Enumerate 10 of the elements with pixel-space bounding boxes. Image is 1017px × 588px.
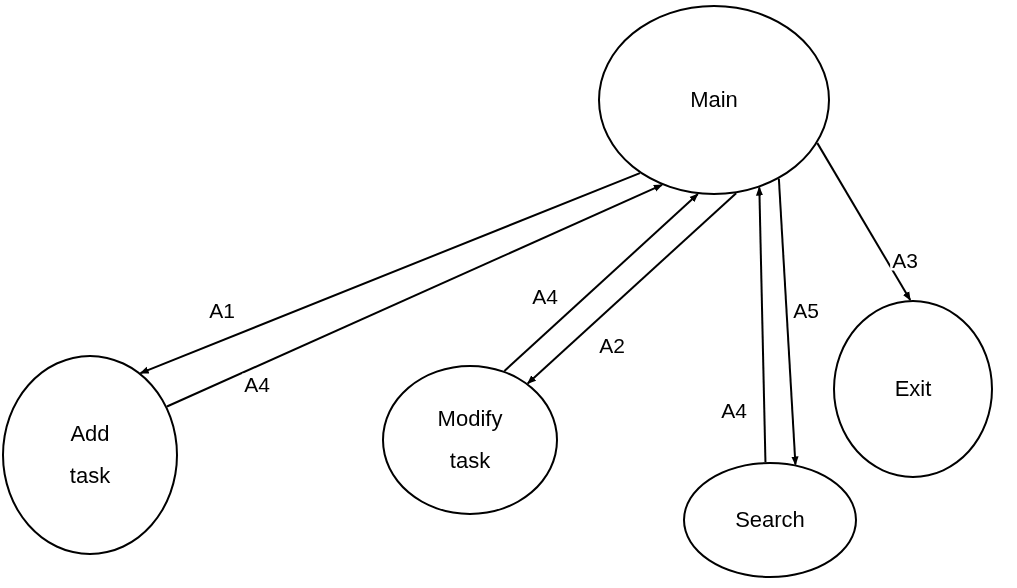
node-label: Add task bbox=[68, 420, 112, 490]
arrow bbox=[755, 186, 767, 464]
arrow bbox=[526, 192, 738, 385]
arrow bbox=[816, 142, 912, 302]
arrow bbox=[139, 172, 641, 375]
node-label: Search bbox=[734, 506, 806, 535]
arrow bbox=[503, 193, 699, 372]
node-label: Exit bbox=[893, 375, 933, 404]
node-label: Modify task bbox=[436, 405, 504, 475]
node-label: Main bbox=[689, 86, 739, 115]
